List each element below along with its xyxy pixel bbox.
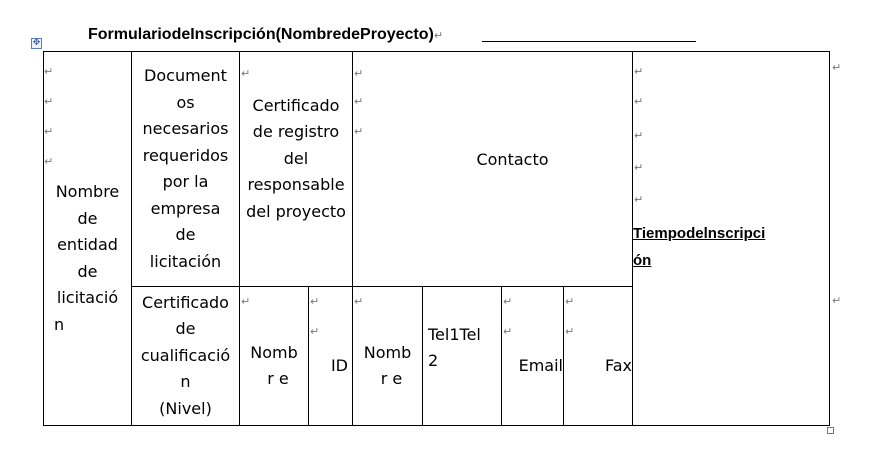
paragraph-mark: ↵ [241,295,251,308]
paragraph-mark: ↵ [832,61,842,74]
paragraph-mark: ↵ [44,125,54,138]
paragraph-mark: ↵ [433,30,444,42]
header-nombre-contacto: Nomb r e [363,342,412,389]
paragraph-mark: ↵ [634,65,644,78]
table-border-sub2 [422,286,423,426]
table-border-left [43,51,44,426]
paragraph-mark: ↵ [354,125,364,138]
header-nombre-entidad: Nombre de entidad de licitació n [54,182,120,334]
header-certificado-registro: Certificado de registro del responsable … [246,95,346,221]
table-border-top [43,51,830,52]
paragraph-mark: ↵ [354,95,364,108]
table-move-handle-icon[interactable]: ✥ [31,38,42,49]
paragraph-mark: ↵ [634,193,644,206]
paragraph-mark: ↵ [310,295,320,308]
paragraph-mark: ↵ [503,295,513,308]
table-border-sub1 [308,286,309,426]
header-fax: Fax [604,355,632,375]
table-border-col1 [131,51,132,426]
header-nombre-responsable: Nomb r e [250,342,298,389]
header-contacto: Contacto [476,149,549,169]
paragraph-mark: ↵ [44,95,54,108]
table-resize-handle-icon[interactable] [827,427,834,434]
paragraph-mark: ↵ [310,325,320,338]
header-id: ID [330,355,348,375]
paragraph-mark: ↵ [634,161,644,174]
paragraph-mark: ↵ [832,294,842,307]
table-border-docs [131,286,239,287]
table-border-bottom [43,425,830,426]
table-border-col2 [239,51,240,426]
header-telefono: Tel1Tel 2 [428,324,481,371]
form-title: FormulariodeInscripción(NombredeProyecto… [88,26,444,43]
paragraph-mark: ↵ [354,295,364,308]
header-email: Email [518,355,563,375]
header-certificado-cualificacion: Certificado de cualificació n (Nivel) [140,292,231,418]
paragraph-mark: ↵ [634,95,644,108]
table-border-col3 [352,51,353,426]
paragraph-mark: ↵ [565,295,575,308]
table-border-col4 [632,51,633,426]
header-tiempo-inscripcion: Tiempodelnscripci ón [633,225,766,269]
paragraph-mark: ↵ [565,325,575,338]
paragraph-mark: ↵ [44,65,54,78]
paragraph-mark: ↵ [44,155,54,168]
paragraph-mark: ↵ [503,325,513,338]
header-documentos: Document os necesarios requeridos por la… [142,66,229,271]
paragraph-mark: ↵ [241,67,251,80]
title-underline [482,41,696,42]
table-border-middle [239,286,633,287]
table-border-right [829,51,830,426]
table-border-sub3 [501,286,502,426]
table-border-sub4 [563,286,564,426]
paragraph-mark: ↵ [354,67,364,80]
paragraph-mark: ↵ [634,129,644,142]
